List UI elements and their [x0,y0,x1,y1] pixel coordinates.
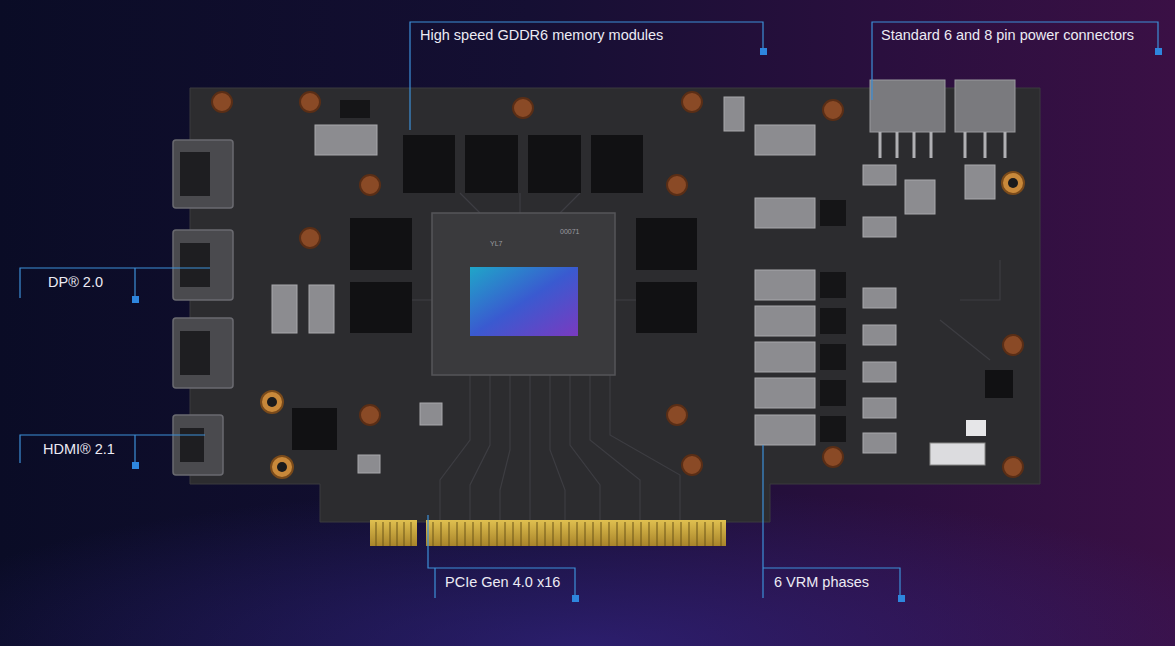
callout-label: High speed GDDR6 memory modules [420,27,663,44]
callout-label: DP® 2.0 [48,274,103,291]
chip-marking: YL7 [490,240,502,248]
callout-label: HDMI® 2.1 [43,441,115,458]
callout-label: 6 VRM phases [774,574,869,591]
callout-label: PCIe Gen 4.0 x16 [445,574,560,591]
callout-label: Standard 6 and 8 pin power connectors [881,27,1134,44]
chip-marking: 00071 [560,228,579,236]
